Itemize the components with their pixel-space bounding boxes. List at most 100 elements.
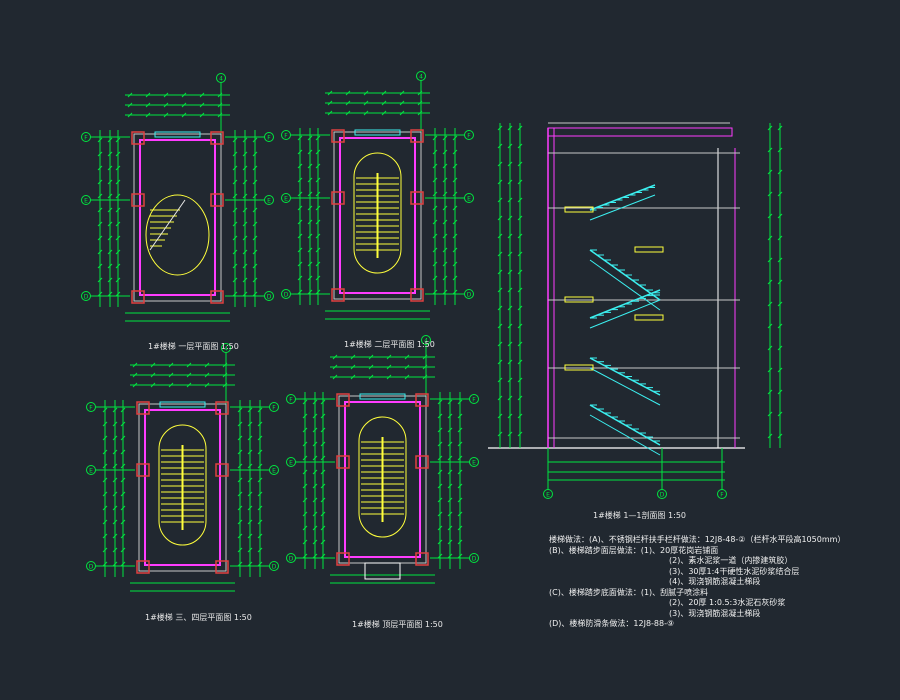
axis-bubble-text: E — [467, 196, 471, 203]
tick — [437, 413, 443, 419]
tick — [222, 362, 228, 368]
axis-bubble-circle — [264, 291, 274, 301]
tick — [497, 233, 503, 239]
tick — [242, 221, 248, 227]
axis-bubble-circle — [717, 489, 727, 499]
column — [131, 290, 145, 304]
stair-flight — [589, 299, 661, 329]
tick — [97, 249, 103, 255]
tick — [222, 372, 228, 378]
tick — [517, 395, 523, 401]
axis-bubble-text: D — [660, 492, 665, 499]
tick — [497, 143, 503, 149]
caption-plan2: 1#楼梯 二层平面图 1:50 — [344, 340, 435, 349]
tick — [777, 147, 783, 153]
tick — [107, 221, 113, 227]
tick — [102, 449, 108, 455]
tick — [507, 269, 513, 275]
column — [331, 288, 345, 302]
tick — [232, 277, 238, 283]
tick — [315, 149, 321, 155]
axis-bubble-text: E — [289, 460, 293, 467]
tick — [442, 247, 448, 253]
tick — [320, 455, 326, 461]
tick — [107, 249, 113, 255]
tick — [320, 525, 326, 531]
tick — [102, 491, 108, 497]
note-line: (C)、楼梯踏步底面做法：(1)、刮腻子喷涂料 — [549, 587, 709, 597]
column — [210, 290, 224, 304]
tick — [120, 547, 126, 553]
tick — [222, 382, 228, 388]
tick — [132, 362, 138, 368]
tick — [350, 364, 356, 370]
axis-bubble-circle — [86, 561, 96, 571]
tick — [320, 413, 326, 419]
tick — [327, 90, 333, 96]
axis-bubble-text: E — [284, 196, 288, 203]
axis-bubble-circle — [81, 291, 91, 301]
tick — [217, 92, 223, 98]
axis-bubble-text: 4 — [419, 74, 423, 81]
window — [159, 401, 206, 408]
tick — [107, 137, 113, 143]
tick — [447, 483, 453, 489]
tick — [777, 301, 783, 307]
tick — [452, 233, 458, 239]
tick — [777, 433, 783, 439]
tick — [507, 125, 513, 131]
axis-bubble-circle — [416, 71, 426, 81]
tick — [199, 112, 205, 118]
stair-well-outline — [158, 424, 207, 546]
tick — [257, 477, 263, 483]
tick — [112, 491, 118, 497]
axis-bubble-circle — [464, 289, 474, 299]
caption-plan1: 1#楼梯 一层平面图 1:50 — [148, 342, 239, 351]
landing — [634, 246, 664, 253]
tick — [127, 102, 133, 108]
tick — [181, 102, 187, 108]
axis-bubble-circle — [221, 343, 231, 353]
tick — [247, 519, 253, 525]
tick — [517, 125, 523, 131]
tick — [497, 215, 503, 221]
tick — [307, 191, 313, 197]
column — [215, 463, 229, 477]
tick — [307, 219, 313, 225]
axis-bubble-circle — [269, 402, 279, 412]
axis-bubble-text: E — [84, 198, 88, 205]
tick — [257, 435, 263, 441]
tick — [102, 505, 108, 511]
tick — [120, 407, 126, 413]
axis-bubble-text: 4 — [424, 338, 428, 345]
tick — [163, 112, 169, 118]
tick — [307, 163, 313, 169]
tick — [115, 151, 121, 157]
tick — [437, 399, 443, 405]
column — [136, 463, 150, 477]
tick — [452, 247, 458, 253]
tick — [517, 359, 523, 365]
tick — [252, 263, 258, 269]
tick — [115, 207, 121, 213]
tick — [517, 269, 523, 275]
tick — [97, 137, 103, 143]
tick — [237, 533, 243, 539]
column — [210, 131, 224, 145]
caption-section: 1#楼梯 1—1剖面图 1:50 — [593, 511, 687, 520]
tick — [204, 372, 210, 378]
axis-bubble-text: F — [284, 133, 288, 140]
tick — [432, 261, 438, 267]
tick — [767, 235, 773, 241]
tick — [452, 261, 458, 267]
axis-bubble-circle — [269, 561, 279, 571]
tick — [115, 249, 121, 255]
tick — [307, 177, 313, 183]
tick — [417, 90, 423, 96]
tick — [777, 411, 783, 417]
tick — [115, 179, 121, 185]
